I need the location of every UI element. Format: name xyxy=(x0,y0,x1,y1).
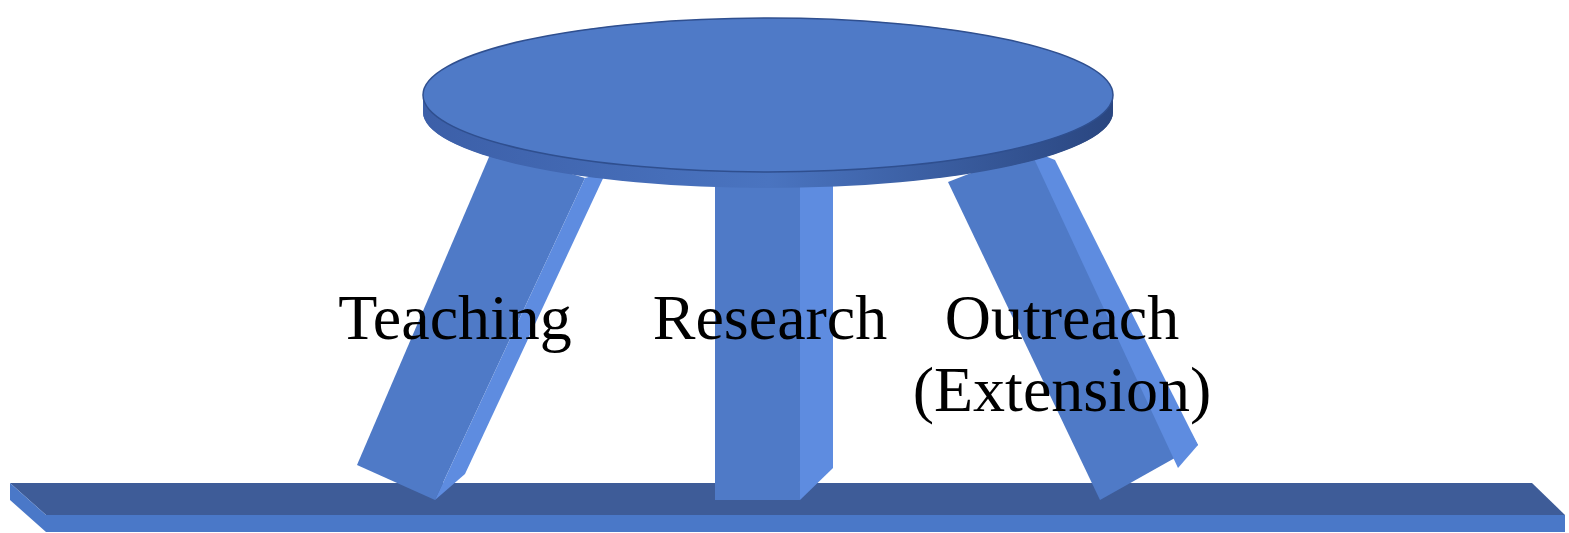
leg-label: Outreach (Extension) xyxy=(882,282,1242,427)
stool-seat xyxy=(423,18,1113,188)
leg-label: Research xyxy=(653,282,888,354)
leg-label: Teaching xyxy=(338,282,572,354)
